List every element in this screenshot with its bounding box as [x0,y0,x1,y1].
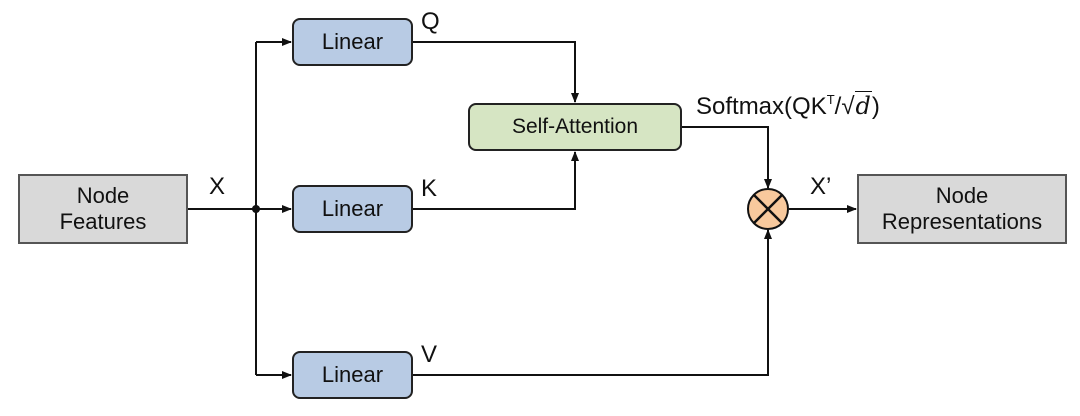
edge-q-to-attention [413,41,579,103]
label-k: K [421,175,438,202]
label-x-prime: X’ [810,173,832,200]
label-q: Q [421,8,440,35]
self-attention-box: Self-Attention [468,103,682,151]
label-x: X [209,173,226,200]
node-representations-box: Node Representations [857,174,1067,244]
node-representations-line-1: Node [935,183,989,208]
softmax-formula: Softmax(QKT/√d) [696,91,880,121]
softmax-radicand: d [854,91,872,120]
node-features-line-2: Features [59,209,147,234]
multiply-operator-icon [747,188,789,230]
linear-q-label: Linear [321,29,384,54]
linear-v-label: Linear [321,362,384,387]
softmax-close: ) [871,93,880,120]
node-features-line-1: Node [76,183,130,208]
edge-k-to-attention [413,151,579,210]
label-v: V [421,341,438,368]
edge-attention-to-operator [682,126,772,189]
linear-k-label: Linear [321,196,384,221]
softmax-prefix: Softmax(QK [696,93,827,120]
node-representations-line-2: Representations [881,209,1043,234]
linear-v-box: Linear [292,351,413,399]
node-features-box: Node Features [18,174,188,244]
sqrt-icon: √ [841,93,855,120]
softmax-slash: / [834,93,842,120]
softmax-transpose: T [826,92,835,107]
linear-k-box: Linear [292,185,413,233]
linear-q-box: Linear [292,18,413,66]
edge-v-to-operator [413,229,772,376]
self-attention-label: Self-Attention [511,115,639,138]
